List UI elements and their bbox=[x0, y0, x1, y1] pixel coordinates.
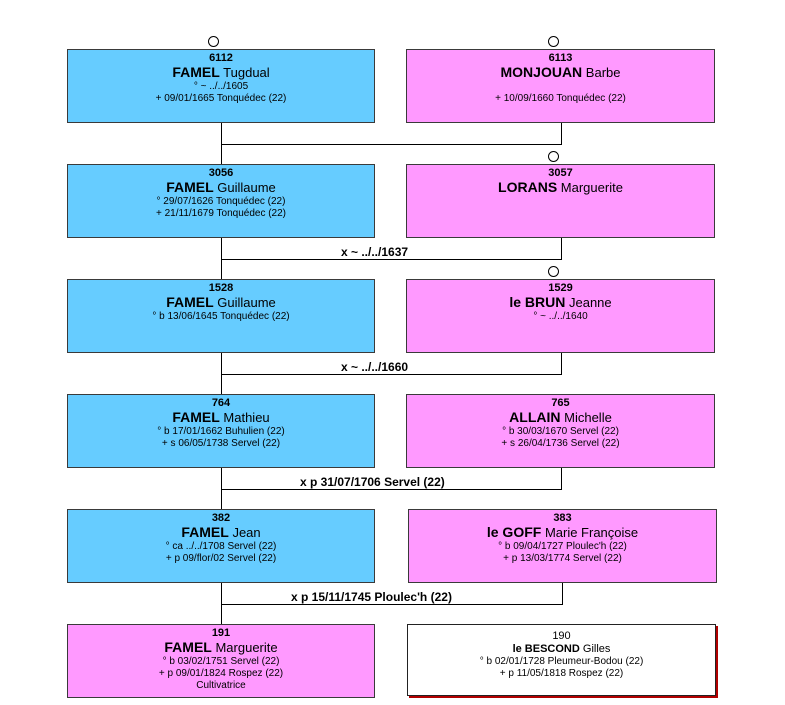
connector bbox=[562, 583, 563, 605]
connector bbox=[561, 238, 562, 260]
person-name: ALLAIN Michelle bbox=[407, 409, 714, 426]
connector bbox=[561, 353, 562, 375]
sosa-number: 190 bbox=[552, 630, 571, 642]
surname: MONJOUAN bbox=[500, 64, 583, 80]
sosa-number: 382 bbox=[211, 512, 231, 524]
surname: le BESCOND bbox=[512, 643, 580, 655]
birth-line: ° b 02/01/1728 Pleumeur-Bodou (22) bbox=[479, 656, 644, 667]
person-name: LORANS Marguerite bbox=[407, 179, 714, 196]
given-name: Mathieu bbox=[223, 410, 270, 425]
couple-connector bbox=[221, 259, 562, 260]
given-name: Guillaume bbox=[217, 180, 276, 195]
person-card-1529[interactable]: 1529 le BRUN Jeanne ° ~ ../../1640 bbox=[406, 279, 715, 353]
person-card-3057[interactable]: 3057 LORANS Marguerite bbox=[406, 164, 715, 238]
marriage-label: x p 15/11/1745 Ploulec'h (22) bbox=[291, 590, 452, 604]
person-card-383[interactable]: 383 le GOFF Marie Françoise ° b 09/04/17… bbox=[408, 509, 717, 583]
death-line: + 21/11/1679 Tonquédec (22) bbox=[155, 208, 286, 219]
sosa-number: 1529 bbox=[548, 282, 573, 294]
couple-connector bbox=[221, 374, 562, 375]
couple-connector bbox=[221, 144, 562, 145]
birth-line: ° b 30/03/1670 Servel (22) bbox=[502, 426, 619, 437]
marriage-label: x p 31/07/1706 Servel (22) bbox=[300, 475, 445, 489]
death-line: + 09/01/1665 Tonquédec (22) bbox=[155, 93, 287, 104]
person-name: FAMEL Mathieu bbox=[68, 409, 374, 426]
person-card-382[interactable]: 382 FAMEL Jean ° ca ../../1708 Servel (2… bbox=[67, 509, 375, 583]
person-name: MONJOUAN Barbe bbox=[407, 64, 714, 81]
person-card-6113[interactable]: 6113 MONJOUAN Barbe + 10/09/1660 Tonquéd… bbox=[406, 49, 715, 123]
death-line: + p 13/03/1774 Servel (22) bbox=[503, 553, 622, 564]
person-card-190[interactable]: 190 le BESCOND Gilles ° b 02/01/1728 Ple… bbox=[407, 624, 716, 696]
marriage-label: x ~ ../../1660 bbox=[341, 360, 409, 374]
person-name: FAMEL Tugdual bbox=[68, 64, 374, 81]
given-name: Jean bbox=[232, 525, 261, 540]
death-line: + p 09/01/1824 Rospez (22) bbox=[158, 668, 284, 679]
surname: le GOFF bbox=[486, 524, 542, 540]
sosa-number: 3056 bbox=[208, 167, 234, 179]
birth-line bbox=[407, 81, 714, 93]
surname: FAMEL bbox=[164, 639, 212, 655]
sosa-number: 6113 bbox=[548, 52, 573, 64]
sosa-number: 765 bbox=[551, 397, 570, 409]
surname: LORANS bbox=[498, 179, 558, 195]
person-name: le BRUN Jeanne bbox=[407, 294, 714, 311]
person-card-764[interactable]: 764 FAMEL Mathieu ° b 17/01/1662 Buhulie… bbox=[67, 394, 375, 468]
person-card-191[interactable]: 191 FAMEL Marguerite ° b 03/02/1751 Serv… bbox=[67, 624, 375, 698]
person-name: le BESCOND Gilles bbox=[408, 642, 715, 656]
sosa-number: 383 bbox=[553, 512, 572, 524]
given-name: Tugdual bbox=[223, 65, 270, 80]
birth-line: ° b 09/04/1727 Ploulec'h (22) bbox=[498, 541, 627, 552]
occupation: Cultivatrice bbox=[196, 680, 246, 691]
death-line: + p 09/flor/02 Servel (22) bbox=[165, 553, 277, 564]
person-card-1528[interactable]: 1528 FAMEL Guillaume ° b 13/06/1645 Tonq… bbox=[67, 279, 375, 353]
birth-line: ° b 03/02/1751 Servel (22) bbox=[162, 656, 280, 667]
sosa-number: 1528 bbox=[208, 282, 234, 294]
connector bbox=[561, 123, 562, 145]
no-parents-marker bbox=[548, 266, 559, 277]
marriage-label: x ~ ../../1637 bbox=[341, 245, 409, 259]
death-line: + p 11/05/1818 Rospez (22) bbox=[499, 668, 624, 679]
surname: FAMEL bbox=[172, 64, 220, 80]
birth-line: ° b 17/01/1662 Buhulien (22) bbox=[157, 426, 285, 437]
given-name: Michelle bbox=[564, 410, 612, 425]
sosa-number: 3057 bbox=[548, 167, 573, 179]
person-card-3056[interactable]: 3056 FAMEL Guillaume ° 29/07/1626 Tonqué… bbox=[67, 164, 375, 238]
given-name: Jeanne bbox=[568, 295, 612, 310]
death-line: + s 26/04/1736 Servel (22) bbox=[501, 438, 620, 449]
surname: FAMEL bbox=[166, 294, 214, 310]
surname: FAMEL bbox=[172, 409, 220, 425]
couple-connector bbox=[221, 489, 562, 490]
surname: le BRUN bbox=[509, 294, 566, 310]
birth-line: ° ~ ../../1640 bbox=[533, 311, 588, 322]
sosa-number: 191 bbox=[211, 627, 231, 639]
person-card-765[interactable]: 765 ALLAIN Michelle ° b 30/03/1670 Serve… bbox=[406, 394, 715, 468]
birth-line: ° ca ../../1708 Servel (22) bbox=[165, 541, 277, 552]
birth-line: ° ~ ../../1605 bbox=[193, 81, 249, 92]
birth-line: ° b 13/06/1645 Tonquédec (22) bbox=[152, 311, 290, 322]
connector bbox=[561, 468, 562, 490]
sosa-number: 764 bbox=[211, 397, 231, 409]
person-name: FAMEL Guillaume bbox=[68, 294, 374, 311]
death-line: + 10/09/1660 Tonquédec (22) bbox=[495, 93, 626, 104]
sosa-number: 6112 bbox=[209, 52, 233, 64]
given-name: Marie Françoise bbox=[544, 525, 639, 540]
given-name: Marguerite bbox=[560, 180, 623, 195]
given-name: Marguerite bbox=[215, 640, 278, 655]
given-name: Guillaume bbox=[217, 295, 276, 310]
surname: FAMEL bbox=[166, 179, 214, 195]
given-name: Barbe bbox=[585, 65, 621, 80]
person-name: FAMEL Guillaume bbox=[68, 179, 374, 196]
no-parents-marker bbox=[548, 151, 559, 162]
death-line: + s 06/05/1738 Servel (22) bbox=[161, 438, 281, 449]
person-card-6112[interactable]: 6112 FAMEL Tugdual ° ~ ../../1605 + 09/0… bbox=[67, 49, 375, 123]
person-name: FAMEL Marguerite bbox=[68, 639, 374, 656]
surname: ALLAIN bbox=[509, 409, 561, 425]
surname: FAMEL bbox=[181, 524, 229, 540]
person-name: le GOFF Marie Françoise bbox=[409, 524, 716, 541]
no-parents-marker bbox=[208, 36, 219, 47]
no-parents-marker bbox=[548, 36, 559, 47]
given-name: Gilles bbox=[582, 643, 611, 655]
person-name: FAMEL Jean bbox=[68, 524, 374, 541]
couple-connector bbox=[221, 604, 563, 605]
birth-line: ° 29/07/1626 Tonquédec (22) bbox=[156, 196, 286, 207]
